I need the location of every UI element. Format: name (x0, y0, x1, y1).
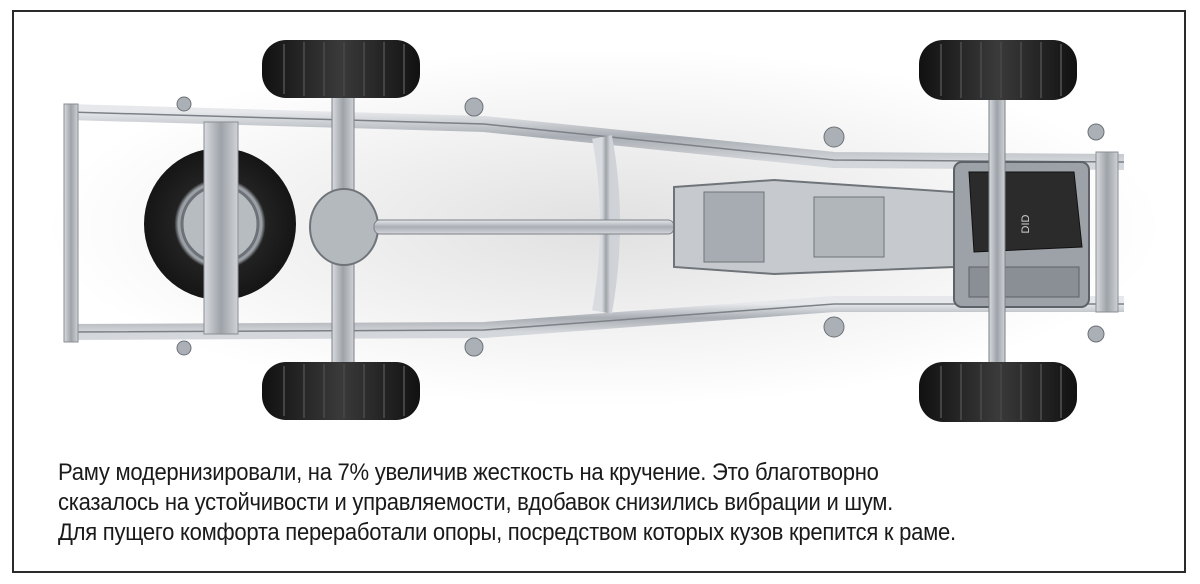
caption-line-2: сказалось на устойчивости и управляемост… (58, 489, 894, 516)
caption-text: Раму модернизировали, на 7% увеличив жес… (58, 458, 1048, 548)
rear-axle (309, 51, 379, 403)
body-mounts (176, 96, 1105, 357)
figure-frame: DID (12, 10, 1186, 573)
caption-line-3: Для пущего комфорта переработали опоры, … (58, 519, 956, 546)
rear-left-wheel (262, 40, 420, 98)
front-axle (988, 81, 1006, 383)
engine-badge: DID (1020, 214, 1032, 233)
front-right-wheel (919, 362, 1077, 422)
front-left-wheel (919, 40, 1077, 100)
cross-members (63, 103, 1119, 343)
transmission (673, 178, 955, 276)
caption-line-1: Раму модернизировали, на 7% увеличив жес… (58, 459, 879, 486)
chassis-illustration: DID (44, 40, 1164, 422)
rear-right-wheel (262, 362, 420, 420)
engine: DID (953, 161, 1090, 308)
driveshaft (373, 219, 675, 235)
